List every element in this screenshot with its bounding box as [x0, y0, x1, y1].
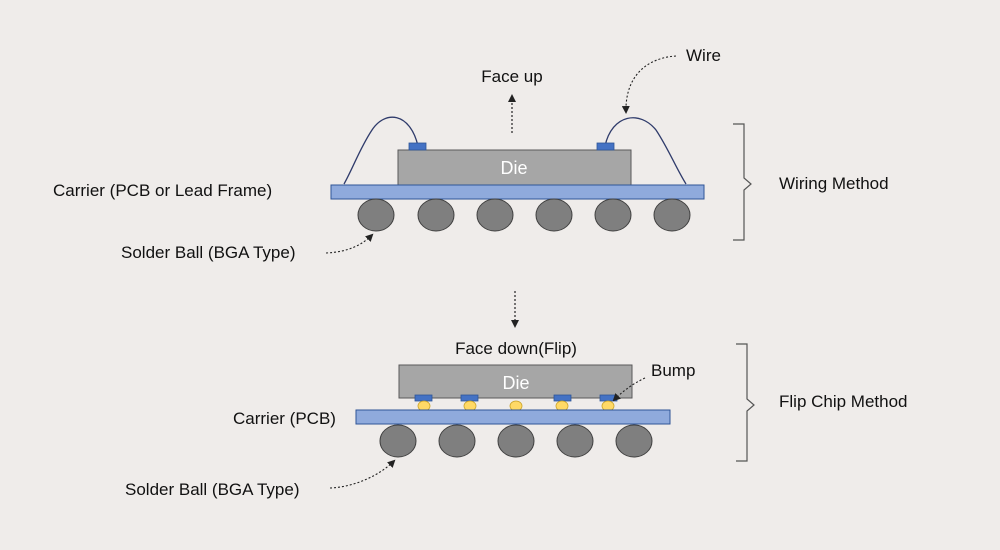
flip-pad — [414, 394, 433, 402]
solder-ball — [476, 198, 514, 232]
solder-ball — [653, 198, 691, 232]
solder-ball — [615, 424, 653, 458]
solder-ball-label-bottom: Solder Ball (BGA Type) — [125, 480, 300, 499]
solder-ball-label-top: Solder Ball (BGA Type) — [121, 243, 296, 262]
solder-ball — [594, 198, 632, 232]
face-up-label: Face up — [481, 67, 542, 86]
wiring-method-brace — [733, 123, 752, 241]
wiring-method-diagram: Face up Wire Die Carrier (PCB or Lead Fr… — [53, 46, 889, 262]
solder-ball — [438, 424, 476, 458]
carrier-bottom — [355, 409, 671, 425]
bump-pointer — [612, 377, 646, 402]
flip-chip-method-diagram: Face down(Flip) Die Bump Carrier (PCB) S… — [125, 339, 908, 499]
bond-wire-right — [604, 117, 687, 185]
wire-label: Wire — [686, 46, 721, 65]
die-label-top: Die — [500, 158, 527, 178]
solder-ball-pointer-top — [325, 233, 374, 254]
carrier-label-top: Carrier (PCB or Lead Frame) — [53, 181, 272, 200]
flip-chip-method-brace — [736, 343, 755, 462]
face-down-label: Face down(Flip) — [455, 339, 577, 358]
carrier-top — [330, 184, 705, 200]
solder-ball — [535, 198, 573, 232]
die-top — [397, 149, 632, 186]
solder-ball — [379, 424, 417, 458]
flip-pad — [553, 394, 572, 402]
bond-wire-left — [343, 116, 419, 185]
die-bottom — [398, 364, 633, 399]
solder-ball — [497, 424, 535, 458]
flip-pad — [460, 394, 479, 402]
carrier-label-bottom: Carrier (PCB) — [233, 409, 336, 428]
die-label-bottom: Die — [502, 373, 529, 393]
bond-pad-right — [596, 142, 615, 151]
bond-pad-left — [408, 142, 427, 151]
wire-pointer — [621, 55, 677, 114]
solder-ball-pointer-bottom — [329, 459, 396, 489]
solder-ball — [417, 198, 455, 232]
solder-ball — [556, 424, 594, 458]
wiring-method-label: Wiring Method — [779, 174, 889, 193]
flip-chip-method-label: Flip Chip Method — [779, 392, 908, 411]
bump-label: Bump — [651, 361, 695, 380]
solder-ball — [357, 198, 395, 232]
